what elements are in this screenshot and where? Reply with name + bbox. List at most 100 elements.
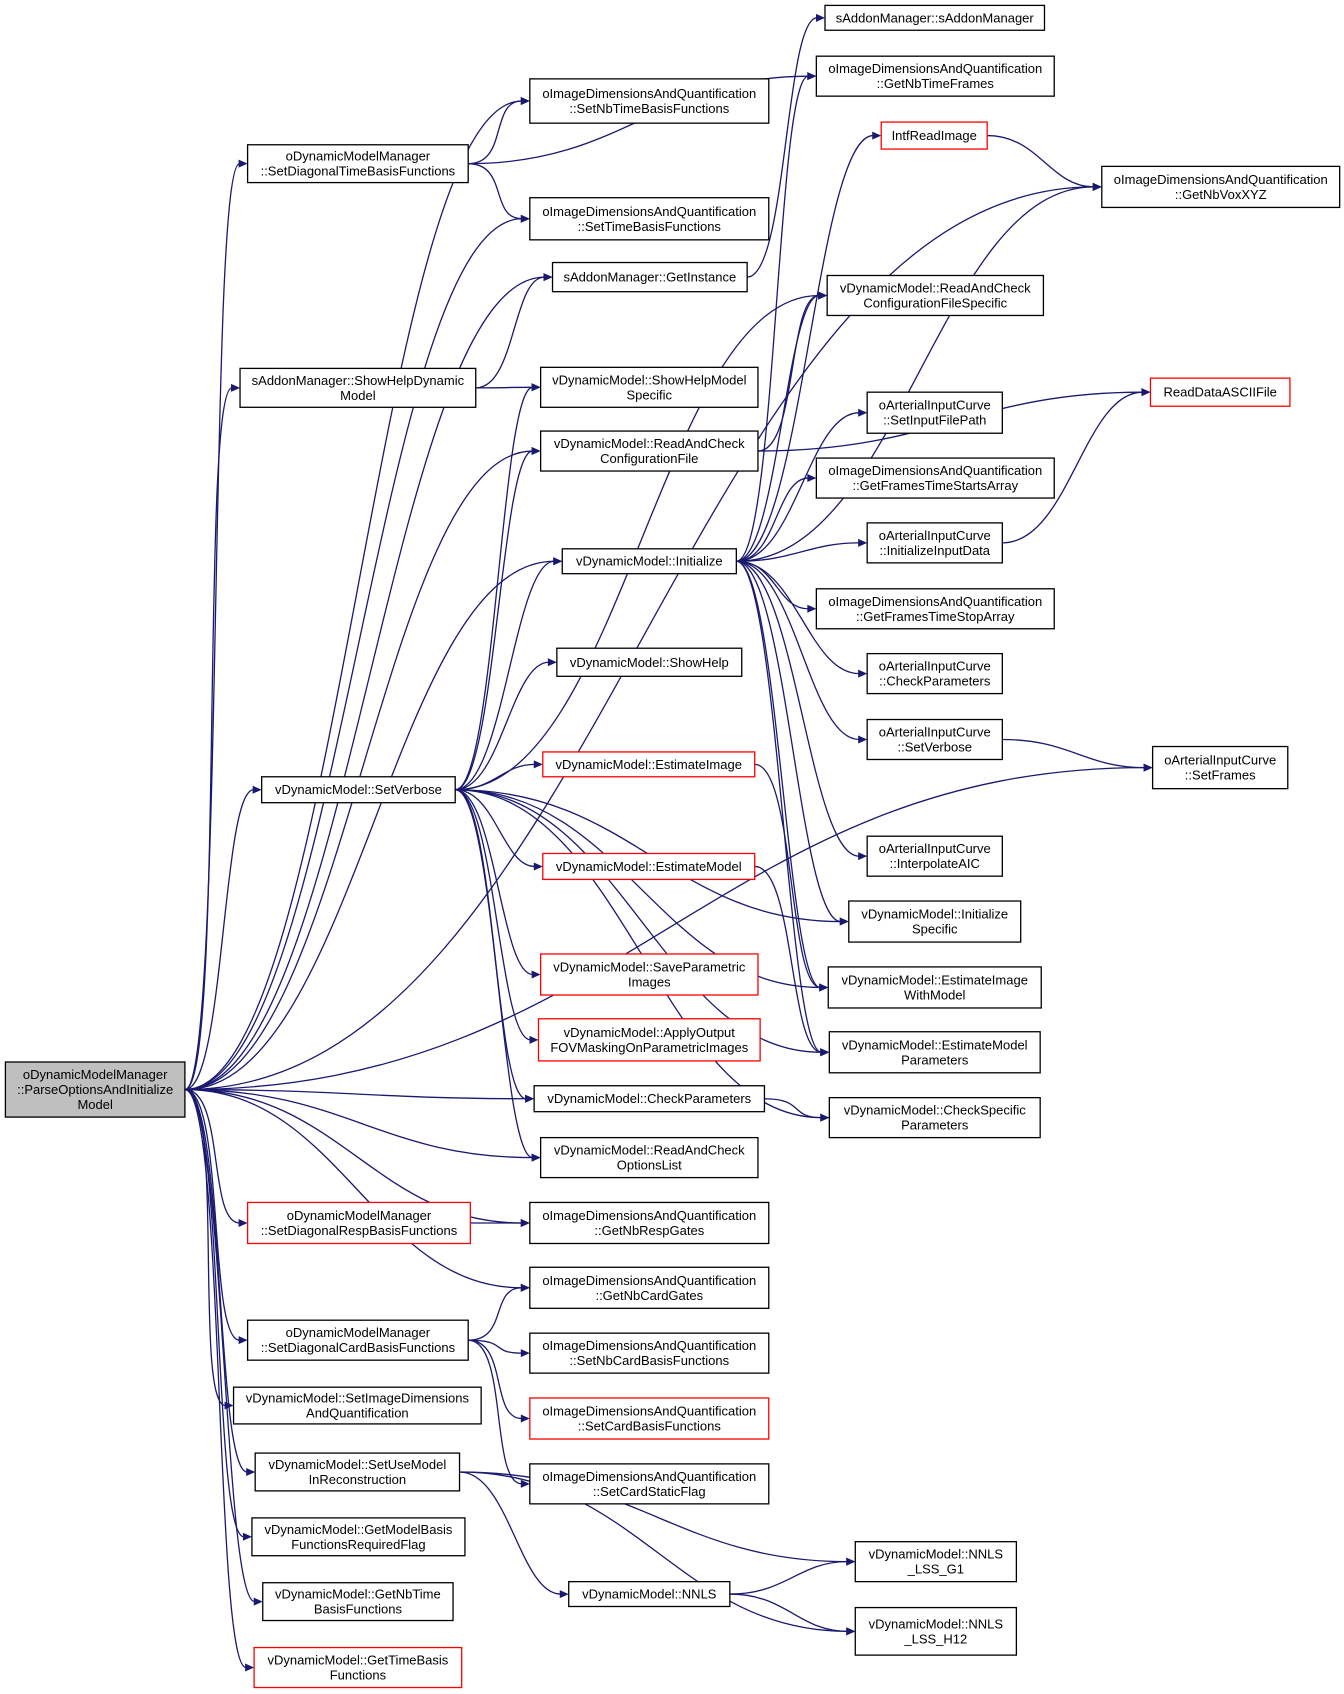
node-nnls[interactable]: vDynamicModel::NNLS: [568, 1580, 731, 1608]
node-set-card-basis[interactable]: oImageDimensionsAndQuantification::SetCa…: [529, 1397, 770, 1440]
arrowhead: [858, 669, 868, 678]
node-label: oArterialInputCurve: [879, 725, 991, 740]
node-get-nb-time-frames[interactable]: oImageDimensionsAndQuantification::GetNb…: [815, 55, 1055, 97]
node-saddon-ctor[interactable]: sAddonManager::sAddonManager: [824, 4, 1046, 31]
node-label: oImageDimensionsAndQuantification: [542, 204, 756, 219]
node-show-help[interactable]: vDynamicModel::ShowHelp: [556, 647, 743, 677]
node-label: _LSS_G1: [907, 1562, 964, 1577]
node-label: ::SetTimeBasisFunctions: [578, 219, 722, 234]
node-init-input-data[interactable]: oArterialInputCurve::InitializeInputData: [866, 522, 1003, 564]
node-label: ::SetNbTimeBasisFunctions: [569, 101, 729, 116]
node-aic-set-verbose[interactable]: oArterialInputCurve::SetVerbose: [866, 718, 1003, 761]
node-box: [815, 55, 1055, 97]
node-set-diag-time[interactable]: oDynamicModelManager::SetDiagonalTimeBas…: [246, 144, 469, 184]
node-box: [533, 1085, 766, 1113]
node-box: [529, 1463, 770, 1505]
edge-estimateModel-to-estModelParams: [754, 865, 822, 1053]
node-box: [539, 1136, 759, 1179]
node-set-nb-card-basis[interactable]: oImageDimensionsAndQuantification::SetNb…: [529, 1332, 770, 1374]
node-check-parameters[interactable]: vDynamicModel::CheckParameters: [533, 1085, 766, 1113]
edge-initialize-to-aicSetVerbose: [736, 560, 860, 741]
call-edge: [184, 1088, 530, 1292]
edge-root-to-setVerbose: [184, 789, 254, 1091]
call-edge: [729, 1557, 856, 1595]
node-nnls-g1[interactable]: vDynamicModel::NNLS_LSS_G1: [854, 1541, 1018, 1583]
arrowhead: [238, 159, 248, 168]
node-box: [824, 4, 1046, 31]
node-initialize[interactable]: vDynamicModel::Initialize: [561, 548, 737, 575]
node-label: vDynamicModel::NNLS: [869, 1547, 1004, 1562]
node-box: [262, 1582, 454, 1622]
node-get-frames-stops[interactable]: oImageDimensionsAndQuantification::GetFr…: [815, 588, 1055, 630]
call-edge: [455, 383, 541, 791]
node-get-instance[interactable]: sAddonManager::GetInstance: [551, 261, 748, 293]
node-root[interactable]: oDynamicModelManager::ParseOptionsAndIni…: [4, 1061, 186, 1118]
call-edge: [468, 1283, 530, 1341]
node-box: [529, 1397, 770, 1440]
edge-initialize-to-aicInterpolate: [736, 560, 860, 857]
edge-nnls-to-nnlsH12: [729, 1593, 848, 1632]
node-label: ReadDataASCIIFile: [1163, 385, 1276, 400]
node-set-nb-time-basis[interactable]: oImageDimensionsAndQuantification::SetNb…: [529, 78, 770, 124]
node-get-nb-resp-gates[interactable]: oImageDimensionsAndQuantification::GetNb…: [529, 1201, 770, 1245]
edge-initInputData-to-readDataAscii: [1002, 391, 1143, 544]
node-nnls-h12[interactable]: vDynamicModel::NNLS_LSS_H12: [854, 1606, 1018, 1656]
node-read-data-ascii[interactable]: ReadDataASCIIFile: [1149, 377, 1291, 407]
node-set-verbose[interactable]: vDynamicModel::SetVerbose: [261, 776, 456, 804]
node-estimate-image[interactable]: vDynamicModel::EstimateImage: [542, 751, 756, 778]
node-aic-interpolate[interactable]: oArterialInputCurve::InterpolateAIC: [866, 835, 1003, 877]
node-aic-check-params[interactable]: oArterialInputCurve::CheckParameters: [866, 652, 1003, 695]
node-label: oArterialInputCurve: [879, 659, 991, 674]
node-set-card-static[interactable]: oImageDimensionsAndQuantification::SetCa…: [529, 1463, 770, 1505]
node-label: oDynamicModelManager: [23, 1067, 168, 1082]
node-get-model-basis[interactable]: vDynamicModel::GetModelBasisFunctionsReq…: [251, 1517, 466, 1557]
node-set-use-model[interactable]: vDynamicModel::SetUseModelInReconstructi…: [254, 1452, 461, 1492]
arrowhead: [807, 474, 817, 483]
node-label: ::CheckParameters: [879, 674, 991, 689]
edge-setVerbose-to-applyOutput: [455, 789, 531, 1041]
node-read-check-config-spec[interactable]: vDynamicModel::ReadAndCheckConfiguration…: [826, 274, 1045, 317]
node-set-diag-card[interactable]: oDynamicModelManager::SetDiagonalCardBas…: [246, 1319, 469, 1361]
node-set-diag-resp[interactable]: oDynamicModelManager::SetDiagonalRespBas…: [246, 1201, 471, 1245]
node-set-img-dims[interactable]: vDynamicModel::SetImageDimensionsAndQuan…: [232, 1386, 482, 1425]
call-edge: [468, 163, 530, 223]
node-label: oDynamicModelManager: [286, 149, 431, 164]
call-edge: [736, 408, 868, 562]
arrowhead: [231, 383, 241, 392]
node-read-check-config[interactable]: vDynamicModel::ReadAndCheckConfiguration…: [539, 430, 759, 472]
node-aic-set-frames[interactable]: oArterialInputCurve::SetFrames: [1151, 745, 1289, 790]
node-intf-read-image[interactable]: IntfReadImage: [880, 121, 988, 150]
node-get-frames-starts[interactable]: oImageDimensionsAndQuantification::GetFr…: [815, 457, 1055, 499]
call-edge: [184, 1088, 541, 1162]
node-label: sAddonManager::sAddonManager: [836, 10, 1035, 25]
node-set-time-basis[interactable]: oImageDimensionsAndQuantification::SetTi…: [529, 197, 770, 241]
node-box: [827, 966, 1042, 1009]
arrowhead: [238, 1218, 248, 1227]
arrowhead: [520, 1218, 530, 1227]
node-estimate-model[interactable]: vDynamicModel::EstimateModel: [542, 852, 756, 881]
edge-setUseModel-to-nnls: [459, 1471, 561, 1595]
node-get-nb-vox[interactable]: oImageDimensionsAndQuantification::GetNb…: [1101, 165, 1341, 209]
node-box: [529, 1201, 770, 1245]
node-label: Model: [77, 1097, 113, 1112]
node-apply-output[interactable]: vDynamicModel::ApplyOutputFOVMaskingOnPa…: [537, 1018, 761, 1062]
node-label: ::SetInputFilePath: [883, 413, 986, 428]
arrowhead: [1143, 763, 1153, 772]
edge-initialize-to-getFramesStarts: [736, 477, 809, 562]
node-label: FOVMaskingOnParametricImages: [550, 1040, 748, 1055]
call-edge: [184, 1088, 535, 1103]
node-label: WithModel: [904, 987, 966, 1002]
node-get-nb-card-gates[interactable]: oImageDimensionsAndQuantification::GetNb…: [529, 1266, 770, 1309]
node-set-input-file-path[interactable]: oArterialInputCurve::SetInputFilePath: [866, 391, 1003, 434]
edge-readCheckConfig-to-readCheckConfigSpec: [757, 294, 820, 452]
